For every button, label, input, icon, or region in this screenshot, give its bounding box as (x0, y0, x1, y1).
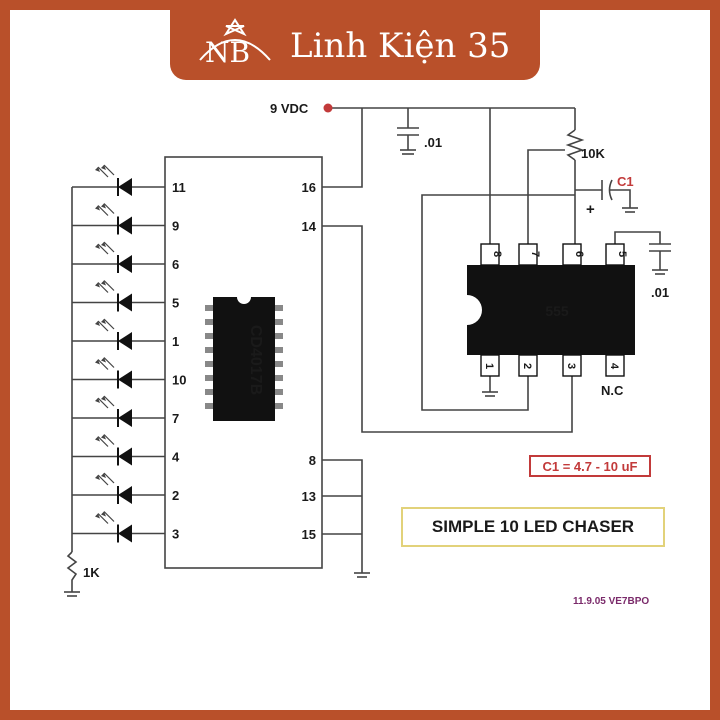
logo-mark-icon (199, 18, 271, 61)
timer-pin-label-2: 2 (521, 363, 533, 369)
timer-pin-2 (518, 354, 538, 377)
cd4017-pin-labels: 11 9 6 5 1 10 7 4 2 3 16 14 8 13 15 (172, 180, 317, 542)
cd4017-pin-8: 8 (309, 453, 316, 468)
cd4017-pin-16: 16 (302, 180, 316, 195)
wiring (64, 107, 671, 597)
cd4017-pins-icon (205, 305, 283, 409)
timer-pin-label-6: 6 (573, 251, 585, 257)
timer-pin-4 (605, 354, 625, 377)
cd4017-pin-15: 15 (302, 527, 316, 542)
led-5 (72, 318, 165, 350)
cd4017-pin-10: 10 (172, 373, 186, 388)
led-8 (72, 434, 165, 466)
resistor-label: 1K (83, 565, 100, 580)
timer-pin-label-7: 7 (529, 251, 541, 257)
led-9 (72, 472, 165, 504)
timer-pin-8 (480, 243, 500, 266)
cd4017-pin-13: 13 (302, 489, 316, 504)
pot-label: 10K (581, 146, 605, 161)
cap-right-label: .01 (651, 285, 669, 300)
cd4017-pin-4: 4 (172, 450, 180, 465)
supply-terminal-icon (323, 103, 333, 113)
timer-pin-label-8: 8 (491, 251, 503, 257)
cd4017-pin-3: 3 (172, 527, 179, 542)
footer-credit: 11.9.05 VE7BPO (573, 596, 649, 607)
timer-pin-label-1: 1 (483, 363, 495, 369)
led-3 (72, 241, 165, 273)
supply-label: 9 VDC (270, 101, 309, 116)
timer-pin-label-5: 5 (616, 251, 628, 257)
cd4017-pin-2: 2 (172, 488, 179, 503)
timer-pin-3 (562, 354, 582, 377)
timer-pin-7 (518, 243, 538, 266)
cd4017-pin-14: 14 (302, 219, 317, 234)
diagram-title: SIMPLE 10 LED CHASER (401, 507, 665, 547)
cd4017-pin-1: 1 (172, 334, 179, 349)
timer-pin-6 (562, 243, 582, 266)
chip-notch-icon (237, 290, 251, 304)
timer-pin-label-4: 4 (608, 363, 620, 370)
timer-pins: 8 7 6 5 1 2 3 4 (480, 243, 628, 377)
led-10 (72, 511, 165, 543)
brand-banner (170, 10, 540, 80)
brand-name: Linh Kiện 35 (290, 26, 511, 66)
nc-label: N.C (601, 383, 624, 398)
cd4017-name: CD4017B (247, 325, 264, 395)
timer-pin-5 (605, 243, 625, 266)
led-6 (72, 357, 165, 389)
c1-label: C1 (617, 174, 634, 189)
c1-plus-label: + (586, 201, 595, 218)
cd4017-chip-icon (213, 297, 275, 421)
led-4 (72, 280, 165, 312)
led-array (72, 164, 165, 543)
led-1 (72, 164, 165, 196)
timer-555-name: 555 (545, 303, 569, 319)
cd4017-pin-11: 11 (172, 180, 186, 195)
led-7 (72, 395, 165, 427)
cd4017-pin-6: 6 (172, 257, 179, 272)
cap-top-label: .01 (424, 135, 442, 150)
c1-value-note: C1 = 4.7 - 10 uF (529, 455, 651, 477)
cd4017-pin-9: 9 (172, 219, 179, 234)
timer-notch-icon (467, 295, 482, 325)
led-2 (72, 203, 165, 235)
cd4017-pin-7: 7 (172, 411, 179, 426)
timer-pin-1 (480, 354, 500, 377)
cd4017-pin-5: 5 (172, 296, 179, 311)
timer-pin-label-3: 3 (565, 363, 577, 369)
timer-555-chip-icon (467, 265, 635, 355)
